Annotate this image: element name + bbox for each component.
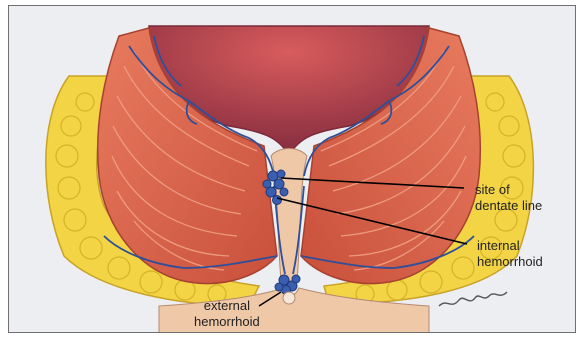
label-line-1: external xyxy=(194,298,260,314)
anorectal-anatomy-illustration xyxy=(9,6,576,333)
label-site-of-dentate-line: site of dentate line xyxy=(475,182,542,214)
label-line-1: internal xyxy=(477,238,543,254)
label-line-2: dentate line xyxy=(475,198,542,214)
label-external-hemorrhoid: external hemorrhoid xyxy=(194,298,260,330)
label-line-2: hemorrhoid xyxy=(194,314,260,330)
illustration-frame: site of dentate line internal hemorrhoid… xyxy=(8,5,576,333)
external-hemorrhoid-bulge xyxy=(283,292,295,304)
label-internal-hemorrhoid: internal hemorrhoid xyxy=(477,238,543,270)
artist-signature xyxy=(439,292,507,306)
label-line-2: hemorrhoid xyxy=(477,254,543,270)
label-line-1: site of xyxy=(475,182,542,198)
